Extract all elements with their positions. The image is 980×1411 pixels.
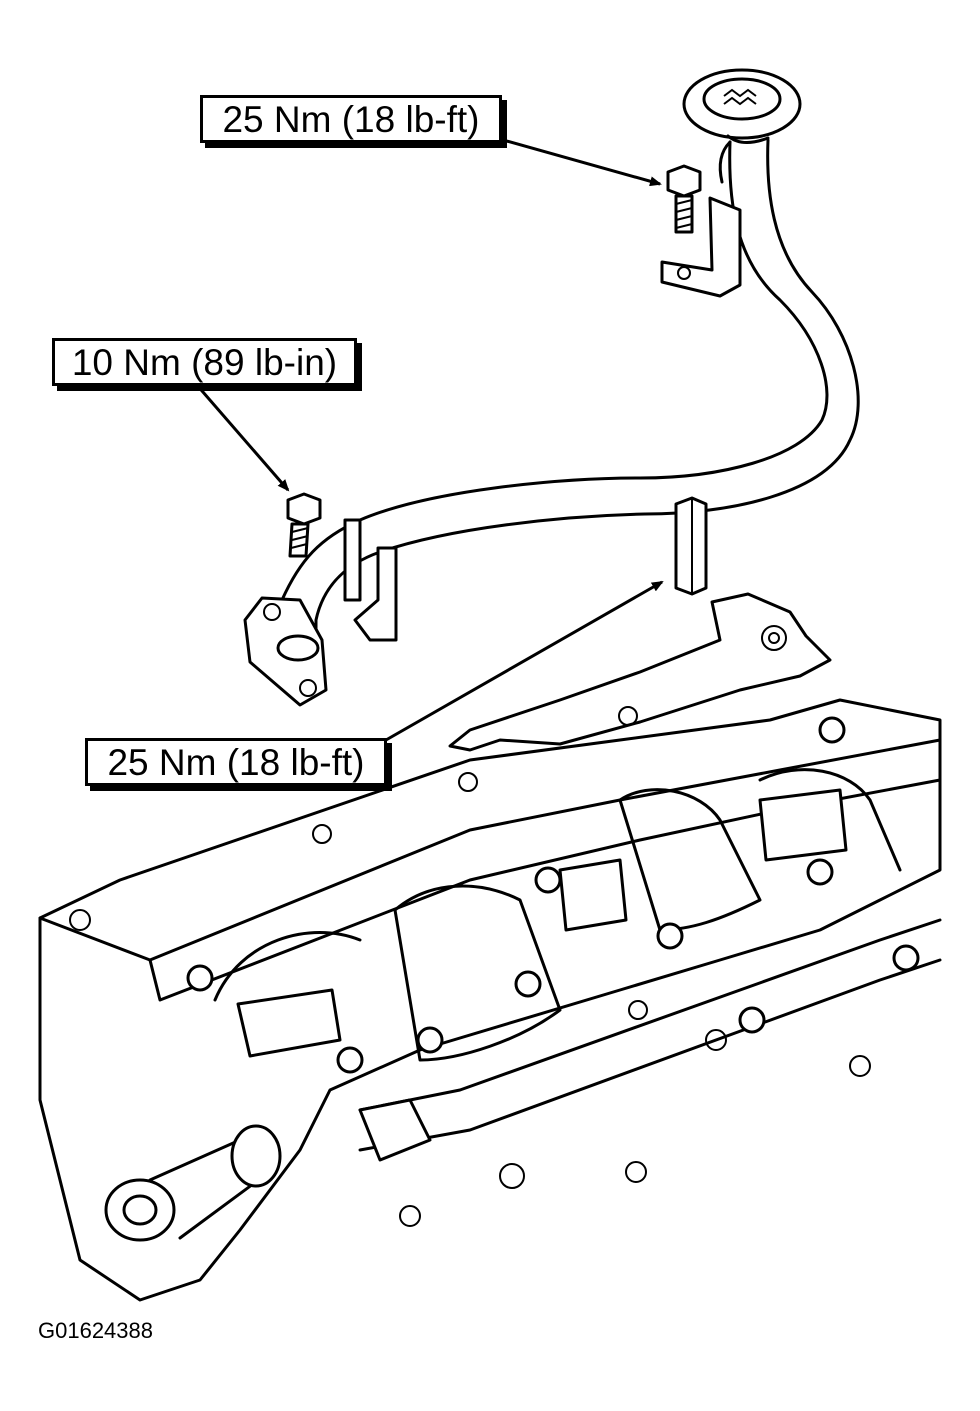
torque-callout-flange-bolt: 10 Nm (89 lb-in) (52, 338, 357, 386)
torque-callout-stud: 25 Nm (18 lb-ft) (85, 738, 387, 786)
tube-support-bracket (343, 518, 398, 642)
engine-block (38, 698, 942, 1302)
tube-flange (243, 596, 328, 707)
figure-id: G01624388 (38, 1318, 153, 1343)
leader-arrow-bottom (385, 580, 664, 742)
pickup-gasket-plate (448, 592, 832, 752)
pickup-bracket-bolt (666, 164, 702, 234)
rail-bolt-holes (69, 706, 871, 1227)
flange-bolt (286, 492, 322, 558)
oil-pickup-screen (682, 68, 802, 144)
oil-pickup-tube (280, 138, 860, 657)
leader-arrow-mid (194, 383, 290, 492)
leader-arrow-top (495, 136, 662, 187)
torque-callout-pickup-bracket-bolt: 25 Nm (18 lb-ft) (200, 95, 502, 143)
oil-pump-stud (674, 496, 708, 596)
